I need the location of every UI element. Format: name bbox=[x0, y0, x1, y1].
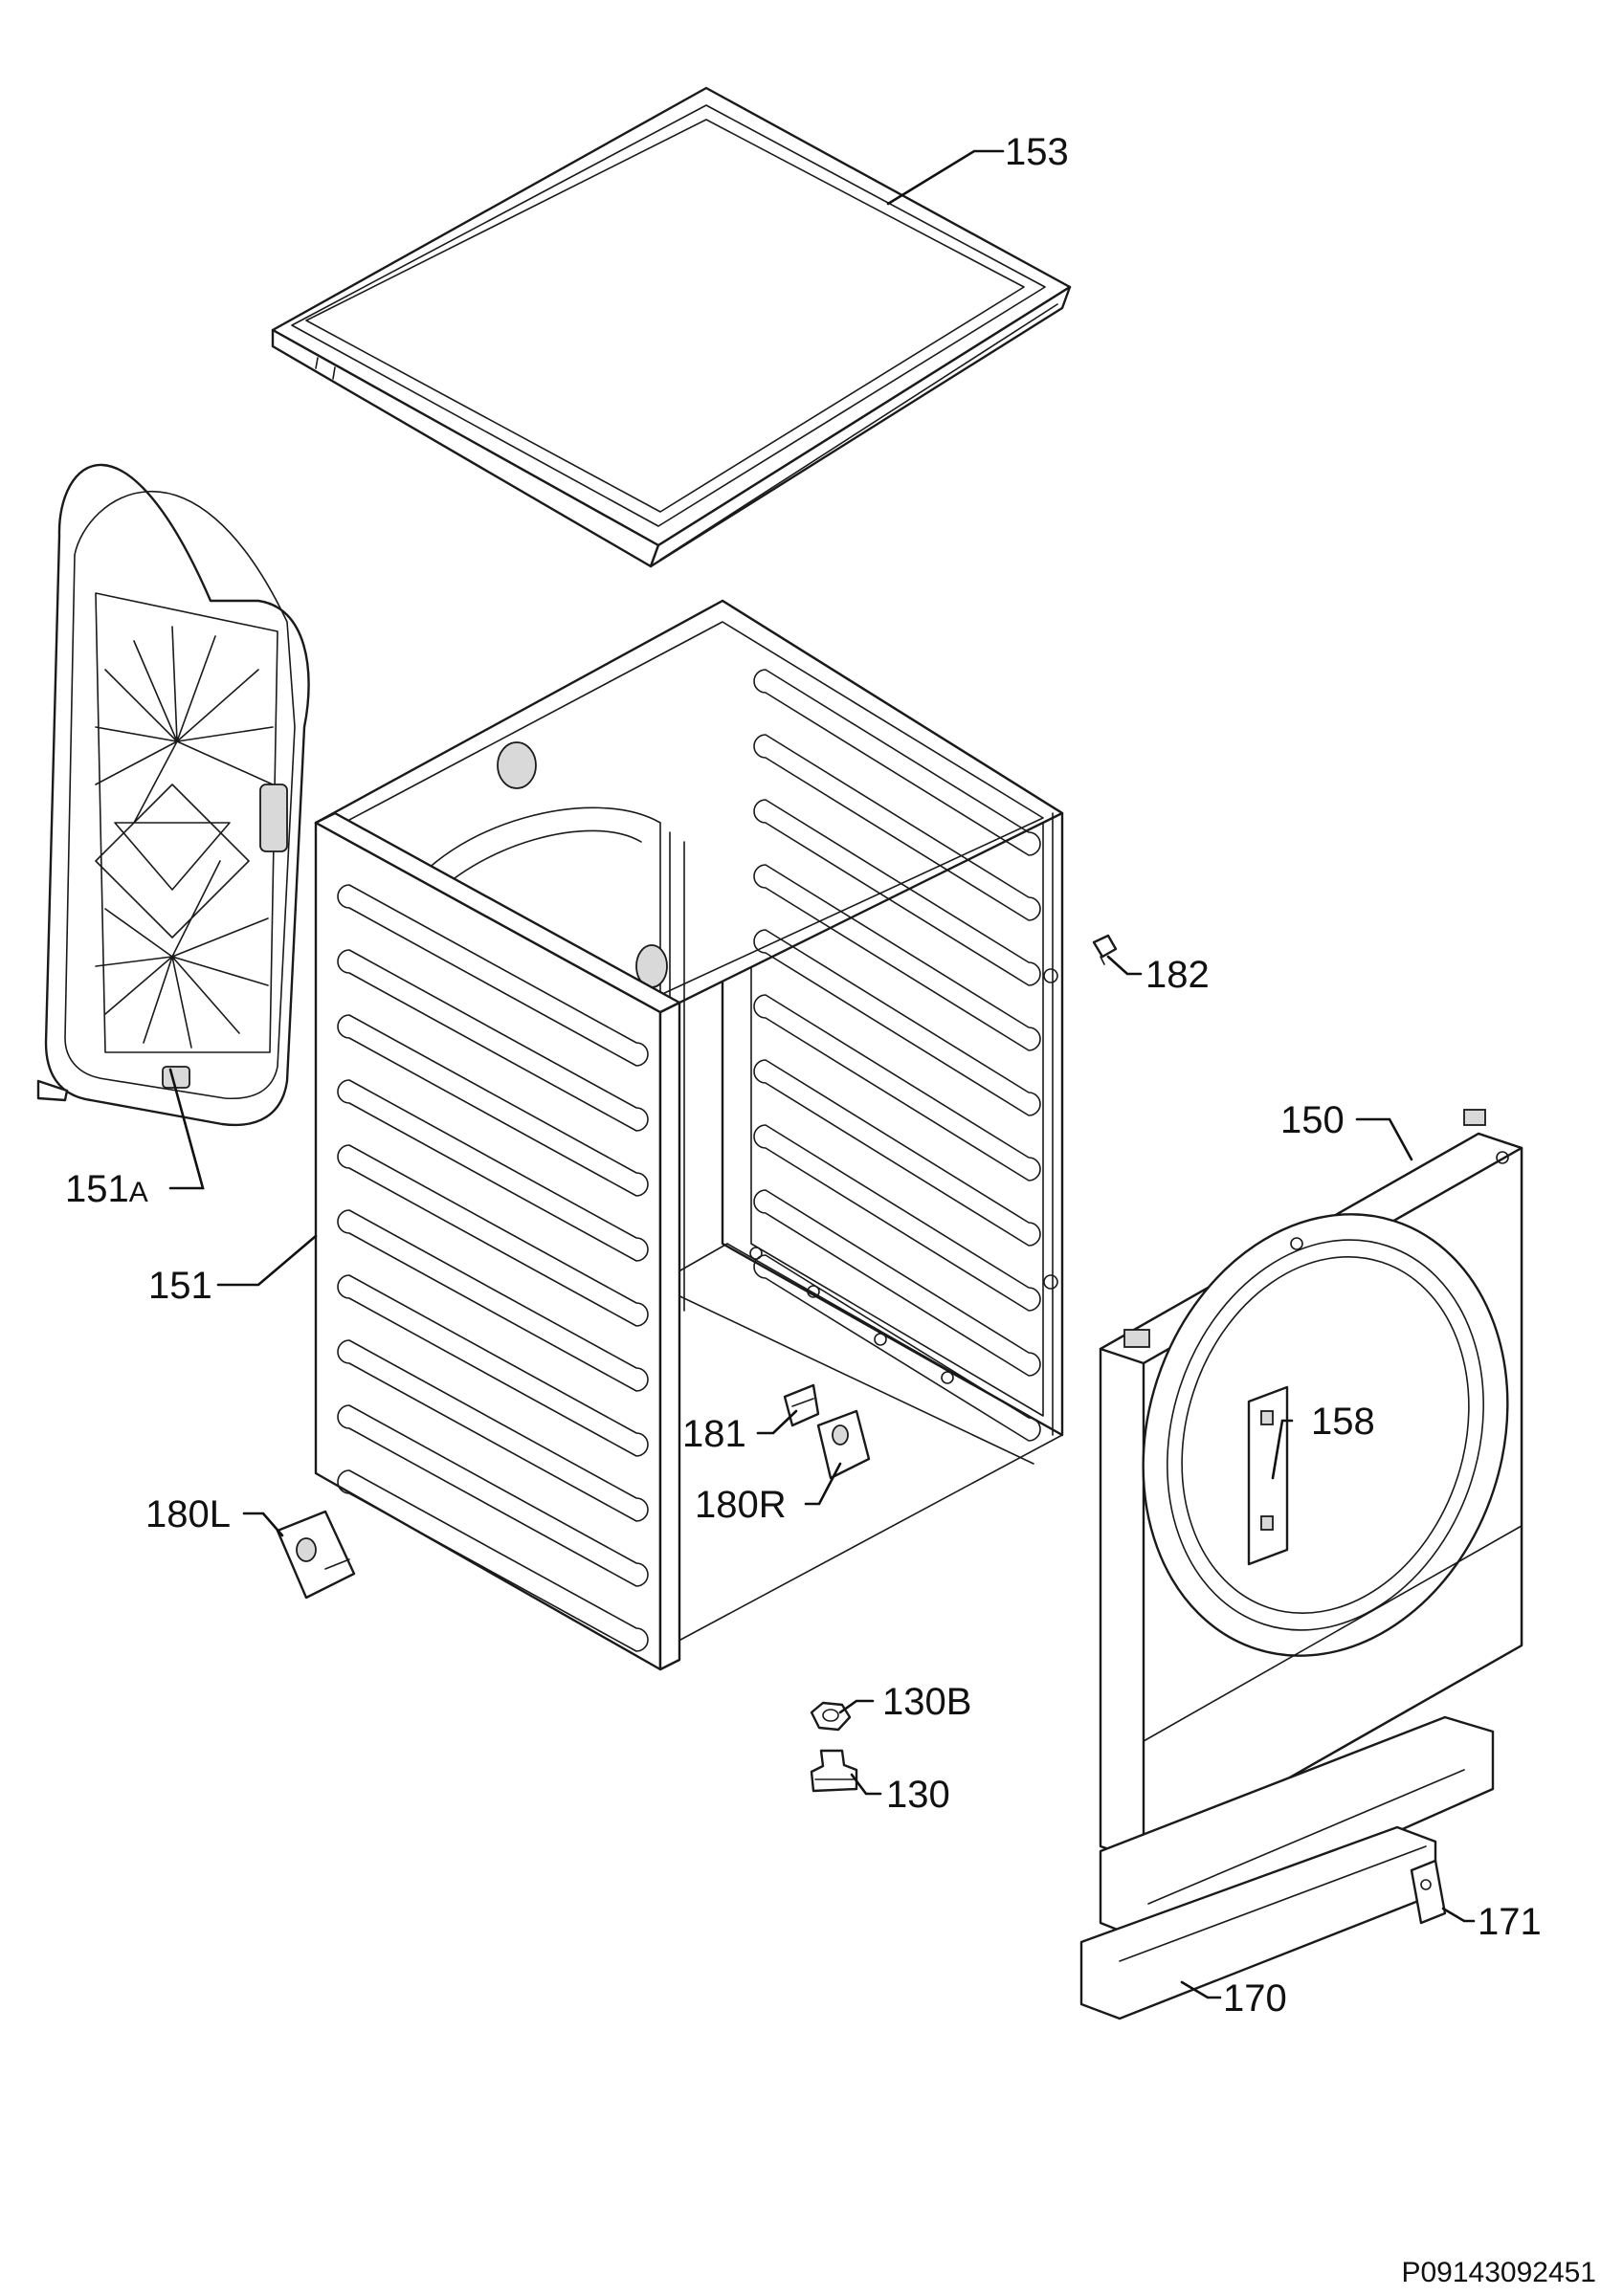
left-panel-rib bbox=[337, 884, 649, 1067]
label-151A: 151A bbox=[65, 1168, 148, 1210]
right-panel-ribs bbox=[753, 669, 1041, 1442]
leader-151 bbox=[216, 1234, 318, 1287]
leader-180L bbox=[242, 1512, 284, 1537]
right-panel-rib bbox=[753, 669, 1041, 856]
left-panel-ribs bbox=[337, 884, 649, 1652]
leader-150 bbox=[1355, 1117, 1413, 1161]
part-150-front-panel[interactable] bbox=[1087, 1109, 1563, 1863]
leader-130 bbox=[850, 1773, 882, 1796]
left-panel-rib bbox=[337, 1079, 649, 1262]
label-150: 150 bbox=[1280, 1099, 1345, 1141]
right-panel-rib bbox=[753, 1059, 1041, 1247]
label-180L: 180L bbox=[145, 1493, 231, 1535]
part-130-foot[interactable] bbox=[810, 1749, 858, 1793]
leader-180R bbox=[804, 1462, 842, 1506]
leader-153 bbox=[886, 149, 1005, 206]
leader-130B bbox=[838, 1699, 875, 1714]
callout-labels: 153 151A 151 182 150 158 181 180R 180L 1… bbox=[65, 131, 1542, 2020]
right-panel-rib bbox=[753, 734, 1041, 921]
part-180L-bracket[interactable] bbox=[276, 1510, 356, 1600]
part-181-bracket[interactable] bbox=[783, 1383, 820, 1427]
part-180R-bracket[interactable] bbox=[816, 1409, 871, 1480]
left-panel-rib bbox=[337, 1014, 649, 1197]
part-170-plinth[interactable] bbox=[1079, 1715, 1495, 2020]
part-182-clip[interactable] bbox=[1092, 934, 1118, 965]
leader-158 bbox=[1271, 1419, 1294, 1480]
leader-181 bbox=[756, 1409, 798, 1435]
label-158: 158 bbox=[1311, 1401, 1375, 1443]
leader-170 bbox=[1180, 1980, 1222, 1999]
label-130: 130 bbox=[886, 1774, 950, 1816]
left-panel-rib bbox=[337, 1404, 649, 1587]
right-panel-rib bbox=[753, 1124, 1041, 1312]
right-panel-rib bbox=[753, 799, 1041, 986]
part-153-top-cover[interactable] bbox=[271, 86, 1072, 568]
left-panel-rib bbox=[337, 1144, 649, 1327]
label-130B: 130B bbox=[882, 1681, 971, 1723]
left-panel-rib bbox=[337, 949, 649, 1132]
label-182: 182 bbox=[1145, 954, 1210, 996]
label-180R: 180R bbox=[695, 1484, 787, 1526]
right-panel-rib bbox=[753, 1254, 1041, 1442]
part-171-bracket[interactable] bbox=[1410, 1859, 1447, 1925]
part-130B-nut[interactable] bbox=[810, 1701, 852, 1732]
part-151A-rear-panel[interactable] bbox=[36, 463, 310, 1127]
left-panel-rib bbox=[337, 1209, 649, 1392]
leader-171 bbox=[1441, 1907, 1476, 1923]
left-panel-rib bbox=[337, 1469, 649, 1652]
label-171: 171 bbox=[1478, 1901, 1542, 1943]
part-158-hinge-plate[interactable] bbox=[1247, 1385, 1289, 1566]
document-id: P09143092451 bbox=[1401, 2257, 1596, 2288]
label-153: 153 bbox=[1005, 131, 1069, 173]
leader-182 bbox=[1106, 955, 1143, 976]
label-170: 170 bbox=[1223, 1977, 1287, 2020]
leader-151A bbox=[168, 1068, 205, 1190]
label-151: 151 bbox=[148, 1265, 212, 1307]
left-panel-rib bbox=[337, 1339, 649, 1522]
left-panel-rib bbox=[337, 1274, 649, 1457]
right-panel-rib bbox=[753, 994, 1041, 1181]
leader-lines bbox=[168, 149, 1476, 1999]
right-panel-rib bbox=[753, 929, 1041, 1116]
right-panel-rib bbox=[753, 1189, 1041, 1377]
right-panel-rib bbox=[753, 864, 1041, 1051]
label-181: 181 bbox=[682, 1413, 746, 1455]
